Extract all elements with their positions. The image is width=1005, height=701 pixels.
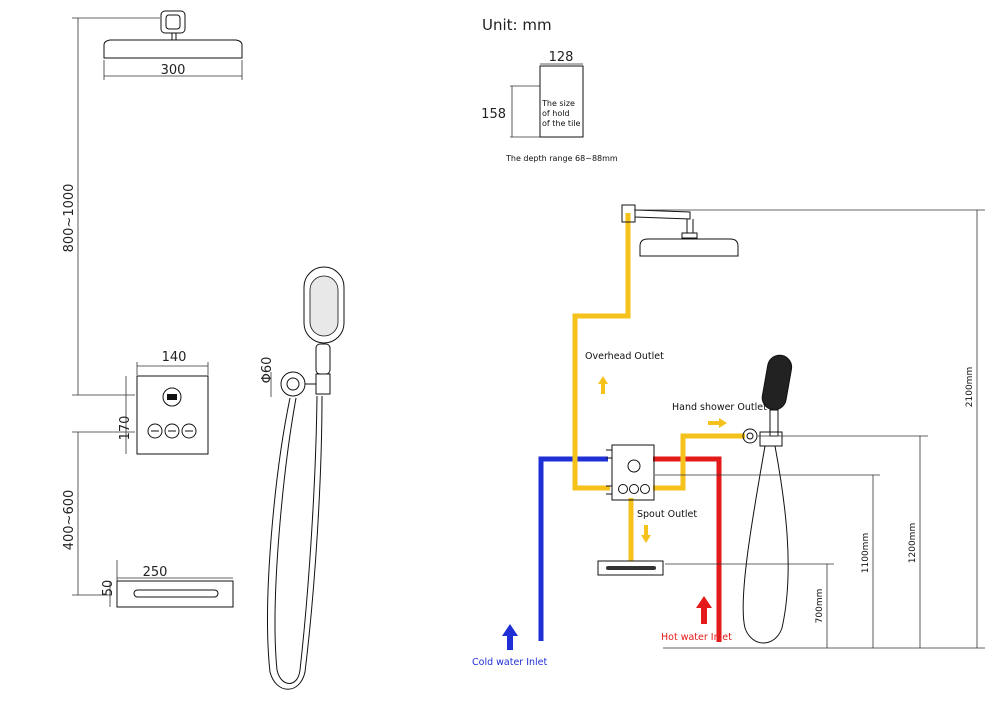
head-width-label: 300 bbox=[161, 63, 186, 78]
hand-shower-right bbox=[742, 354, 793, 644]
valve-to-spout-label: 400~600 bbox=[62, 490, 77, 551]
dim-head-to-valve: 800~1000 bbox=[62, 17, 160, 396]
total-height-label: 2100mm bbox=[965, 367, 975, 407]
h1100-label: 1100mm bbox=[861, 533, 871, 573]
flow-arrows bbox=[502, 376, 727, 650]
valve-left: 140 170 bbox=[118, 350, 209, 455]
valve-width-label: 140 bbox=[162, 350, 187, 365]
spout-left: 250 50 bbox=[101, 560, 234, 608]
handshower-outlet-label: Hand shower Outlet bbox=[672, 402, 767, 413]
spout-width-label: 250 bbox=[143, 565, 168, 580]
holder-diameter-label: Φ60 bbox=[260, 357, 275, 384]
valve-right bbox=[606, 444, 655, 501]
pipes bbox=[538, 213, 745, 642]
tile-note-3: of the tile bbox=[542, 119, 581, 128]
tile-width-label: 128 bbox=[549, 50, 574, 65]
valve-height-label: 170 bbox=[118, 416, 133, 441]
overhead-outlet-label: Overhead Outlet bbox=[585, 351, 664, 362]
spout-height-label: 50 bbox=[101, 580, 116, 597]
unit-label: Unit: mm bbox=[482, 16, 552, 34]
spout-outlet-label: Spout Outlet bbox=[637, 509, 697, 520]
overhead-shower-right bbox=[621, 204, 739, 257]
depth-note: The depth range 68~88mm bbox=[505, 154, 618, 163]
overhead-shower-left: 300 bbox=[103, 10, 243, 80]
hand-shower-left: Φ60 bbox=[260, 266, 345, 690]
spout-right bbox=[597, 560, 664, 576]
tile-note-1: The size bbox=[541, 99, 575, 108]
hot-inlet-label: Hot water Inlet bbox=[661, 632, 732, 643]
dim-valve-to-spout: 400~600 bbox=[62, 431, 135, 596]
h1200-label: 1200mm bbox=[908, 523, 918, 563]
tile-hole-detail: 128 158 The size of hold of the tile The… bbox=[481, 50, 618, 163]
cold-inlet-label: Cold water Inlet bbox=[472, 657, 548, 668]
h700-label: 700mm bbox=[815, 589, 825, 624]
right-dimensions: 2100mm 1200mm 1100mm 700mm bbox=[634, 209, 985, 649]
tile-height-label: 158 bbox=[481, 107, 506, 122]
head-to-valve-label: 800~1000 bbox=[62, 184, 77, 253]
tile-note-2: of hold bbox=[542, 109, 570, 118]
